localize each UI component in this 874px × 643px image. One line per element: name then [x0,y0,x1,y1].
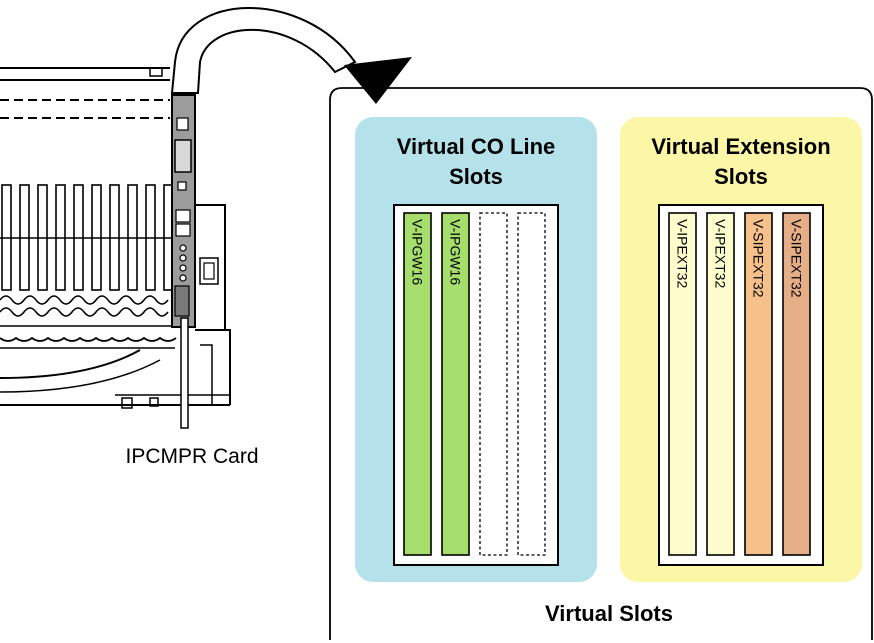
co-line-slots-title-line2: Slots [449,164,503,189]
co_line-slot-2 [441,212,470,556]
ipcmpr-card [171,94,196,328]
co_line-slot-label: V-IPGW16 [410,219,426,285]
co_line-slot-1 [403,212,432,556]
extension-slot-label: V-SIPEXT32 [789,219,805,298]
virtual-slots-title: Virtual Slots [545,601,673,626]
extension-slot-label: V-IPEXT32 [675,219,691,288]
extension-slots-title: Virtual Extension [651,134,830,159]
virtual-slots-frame [329,87,873,640]
co-line-slots-title: Virtual CO Line [397,134,556,159]
extension-slot-3 [744,212,773,556]
extension-slot-4 [782,212,811,556]
extension-slot-1 [668,212,697,556]
pbx-unit-illustration [0,67,231,409]
co_line-slot-3 [479,212,508,556]
callout-leader-line [180,317,189,429]
co-line-slots-panel: Virtual CO Line Slots V-IPGW16 V-IPGW16 [355,117,597,582]
extension-slots-panel: Virtual Extension Slots V-IPEXT32 V-IPEXT… [620,117,862,582]
co_line-slot-label: V-IPGW16 [448,219,464,285]
extension-slot-label: V-IPEXT32 [713,219,729,288]
extension-slot-label: V-SIPEXT32 [751,219,767,298]
co_line-slot-4 [517,212,546,556]
extension-slots-title-line2: Slots [714,164,768,189]
curved-arrow-icon [170,7,412,104]
extension-slot-2 [706,212,735,556]
ipcmpr-card-label: IPCMPR Card [125,445,258,468]
